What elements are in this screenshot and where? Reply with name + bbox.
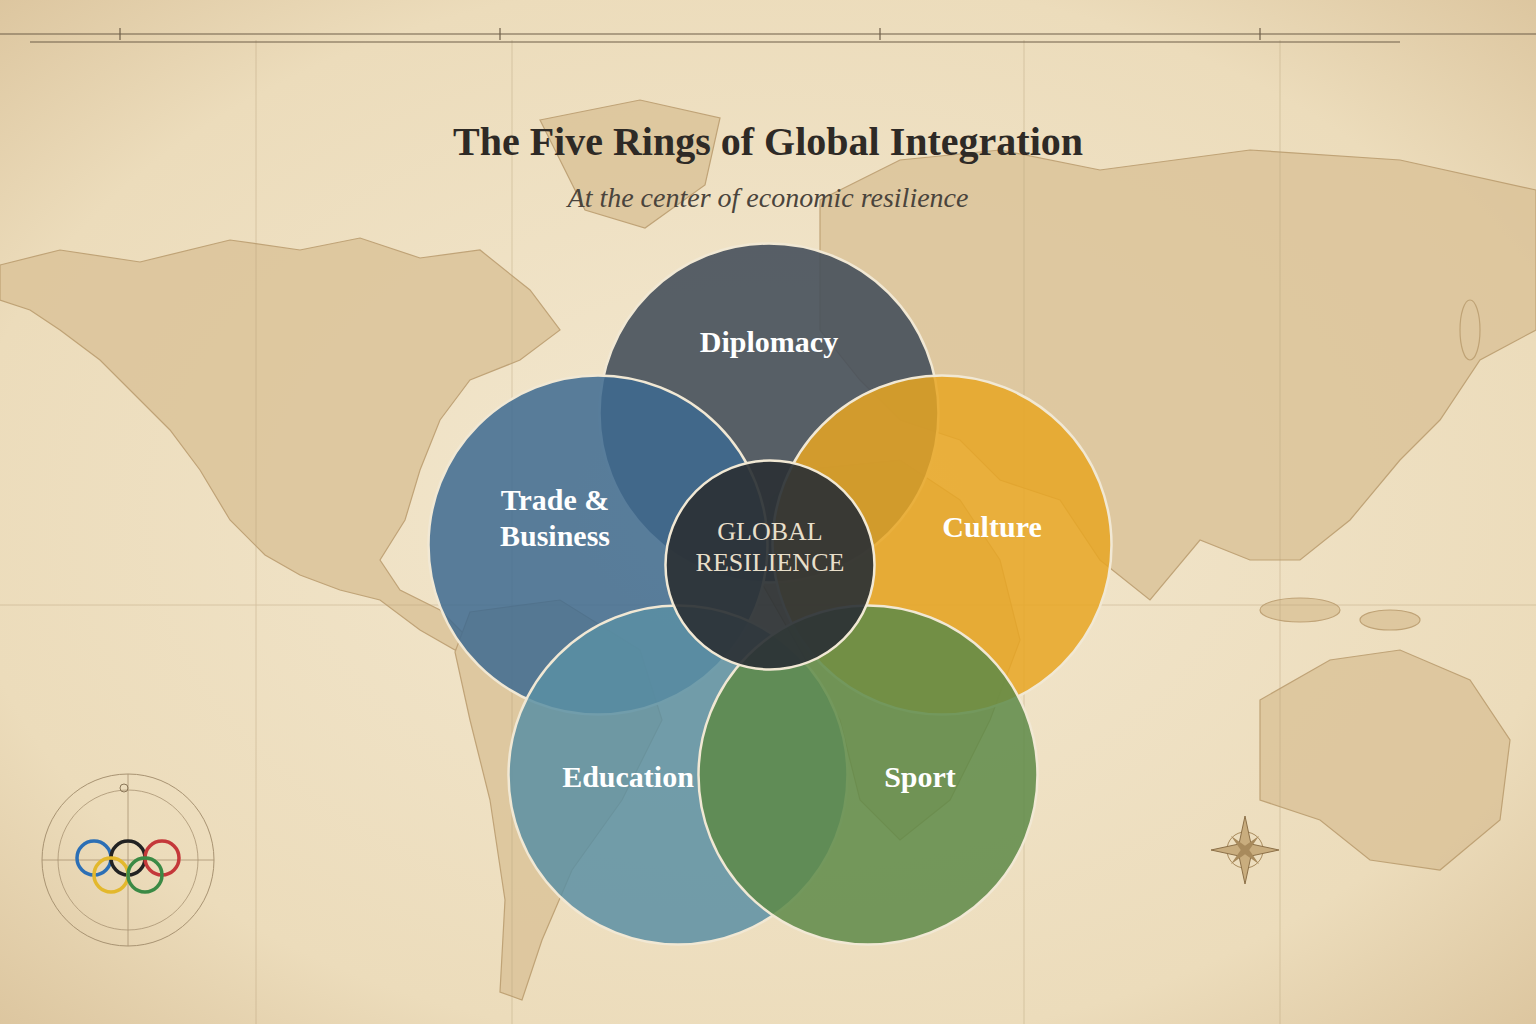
node-label: Sport <box>830 759 1010 795</box>
olympic-rings-compass <box>42 774 214 946</box>
circle-shape <box>666 461 875 670</box>
island <box>1360 610 1420 630</box>
island <box>1260 598 1340 622</box>
node-label: Culture <box>902 509 1082 545</box>
node-label: Trade & Business <box>460 482 650 554</box>
center-circle: GLOBAL RESILIENCE <box>664 459 876 671</box>
node-label: Diplomacy <box>649 324 889 360</box>
grid-lines <box>0 40 1536 1024</box>
circle-shape <box>699 606 1038 945</box>
subtitle: At the center of economic resilience <box>0 182 1536 214</box>
title: The Five Rings of Global Integration <box>0 118 1536 165</box>
node-label: GLOBAL RESILIENCE <box>678 516 863 578</box>
node-label: Education <box>528 759 728 795</box>
australia <box>1260 650 1510 870</box>
continents <box>0 100 1536 1000</box>
compass-rose <box>1211 816 1279 884</box>
top-ruler <box>0 28 1536 42</box>
island <box>1460 300 1480 360</box>
